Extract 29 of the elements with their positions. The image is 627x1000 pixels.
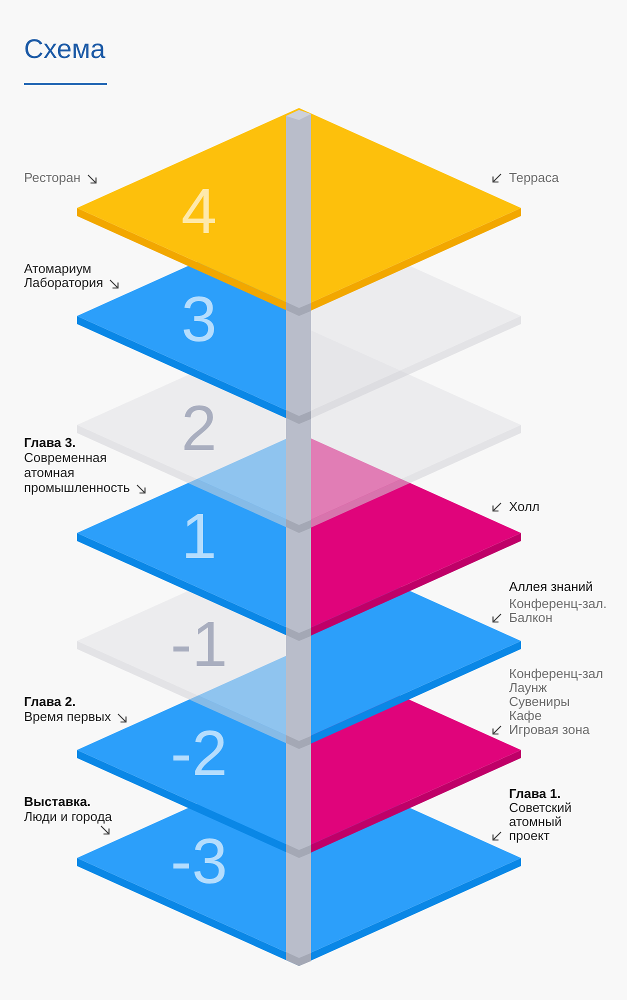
floor-number: 1: [181, 504, 217, 568]
label-text: Сувениры: [509, 694, 570, 709]
floor-number: 2: [181, 396, 217, 460]
chapter-heading: Глава 1.: [509, 786, 561, 801]
label-text: Конференц-зал.: [509, 596, 607, 611]
label-text: Терраса: [509, 170, 559, 185]
floor-number: 4: [181, 179, 217, 243]
label-text: Атомариум: [24, 261, 92, 276]
floor-number: -1: [170, 612, 228, 676]
label-text: Игровая зона: [509, 722, 590, 737]
title: Схема: [24, 36, 106, 63]
label-text: Лаунж: [509, 680, 547, 695]
floor-number: 3: [181, 287, 217, 351]
chapter-heading: Выставка.: [24, 794, 91, 809]
label-text: Холл: [509, 499, 540, 514]
label-text: Балкон: [509, 610, 553, 625]
label-text: Советский атомный проект: [509, 800, 572, 843]
label-text: Люди и города: [24, 809, 112, 824]
label-text: Ресторан: [24, 170, 81, 185]
floor-number: -2: [170, 721, 228, 785]
zone-heading: Аллея знаний: [509, 579, 593, 594]
floor-number: -3: [170, 829, 228, 893]
label-text: Время первых: [24, 709, 111, 724]
label-text: Лаборатория: [24, 275, 104, 290]
chapter-heading: Глава 3.: [24, 435, 76, 450]
label-text: Современная атомная промышленность: [24, 450, 130, 495]
label-text: Кафе: [509, 708, 542, 723]
label-text: Конференц-зал: [509, 666, 604, 681]
chapter-heading: Глава 2.: [24, 694, 76, 709]
